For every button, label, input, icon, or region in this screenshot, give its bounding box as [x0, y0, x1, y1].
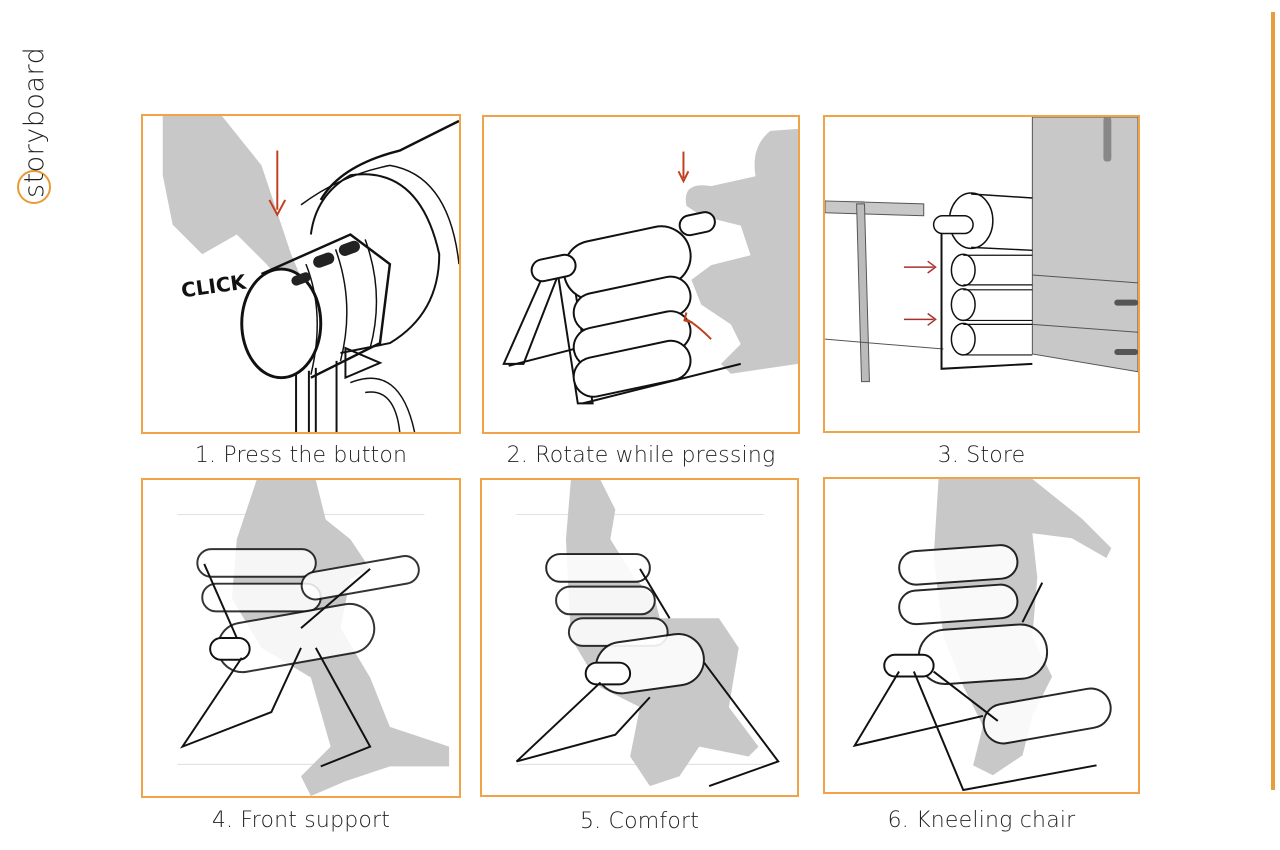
storyboard-title: storyboard: [8, 12, 68, 204]
circle-logo-icon: [17, 170, 51, 204]
illustration-press-button: [162, 116, 459, 432]
panel-5-comfort: [480, 478, 799, 797]
caption-6: 6. Kneeling chair: [887, 808, 1076, 833]
illustration-comfort: [515, 480, 780, 788]
illustration-rotate: [502, 128, 798, 405]
illustration-store: [825, 117, 1138, 383]
caption-2: 2. Rotate while pressing: [506, 443, 776, 468]
caption-5: 5. Comfort: [579, 809, 700, 834]
illustration-front-support: [177, 480, 450, 796]
caption-4: 4. Front support: [211, 808, 391, 833]
panel-2-rotate: [482, 115, 800, 434]
illustration-kneeling-chair: [852, 479, 1112, 792]
caption-3: 3. Store: [937, 443, 1026, 468]
panel-3-store: [823, 115, 1140, 433]
panel-1-press-button: CLICK: [141, 114, 461, 434]
caption-1: 1. Press the button: [194, 443, 408, 468]
accent-divider: [1271, 12, 1275, 790]
panel-4-front-support: [141, 478, 461, 798]
panel-6-kneeling-chair: [823, 477, 1140, 794]
storyboard-title-text: storyboard: [19, 46, 50, 198]
